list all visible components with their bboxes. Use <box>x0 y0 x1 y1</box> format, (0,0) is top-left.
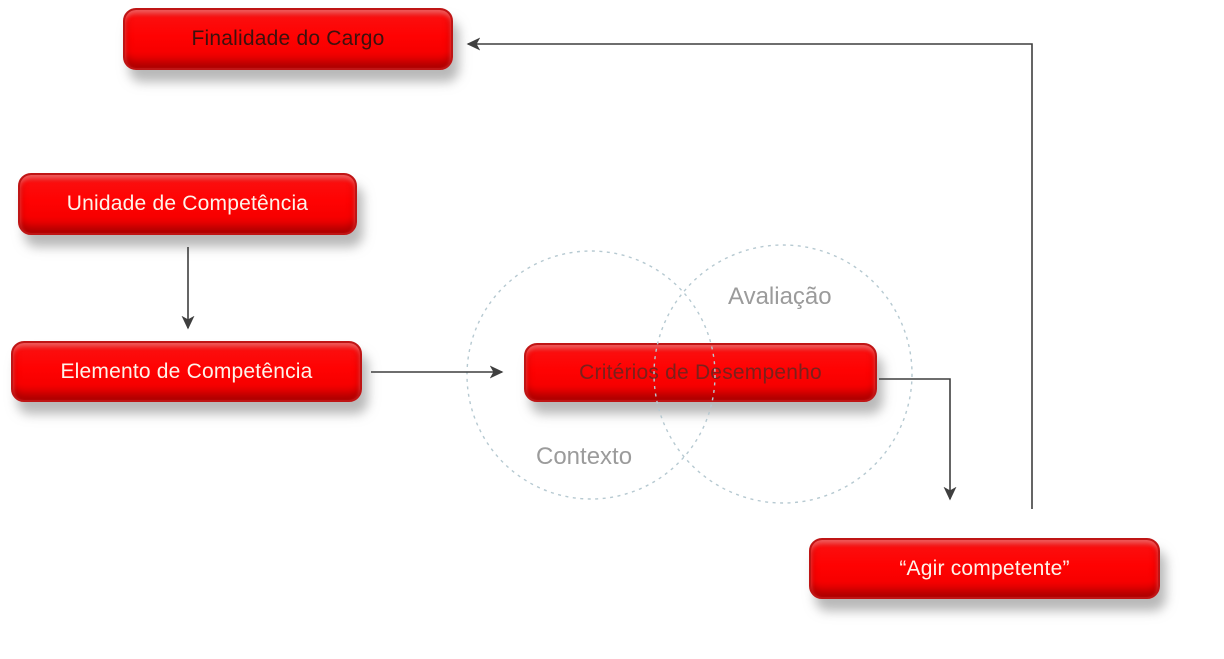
node-agir: “Agir competente” <box>809 538 1160 599</box>
node-criterios-label: Critérios de Desempenho <box>579 360 822 384</box>
node-criterios: Critérios de Desempenho <box>524 343 877 402</box>
node-elemento-label: Elemento de Competência <box>60 359 313 383</box>
node-unidade-label: Unidade de Competência <box>66 192 309 215</box>
region-label-contexto: Contexto <box>536 443 633 470</box>
node-finalidade-label: Finalidade do Cargo <box>191 27 385 50</box>
node-elemento: Elemento de Competência <box>11 341 362 402</box>
node-finalidade: Finalidade do Cargo <box>123 8 453 70</box>
region-label-avaliacao: Avaliação <box>728 283 832 310</box>
node-agir-label: “Agir competente” <box>899 556 1070 580</box>
node-unidade: Unidade de Competência <box>18 173 357 235</box>
arrow-agir-to-finalidade <box>466 37 1033 509</box>
arrow-criterios-to-agir <box>879 378 957 501</box>
